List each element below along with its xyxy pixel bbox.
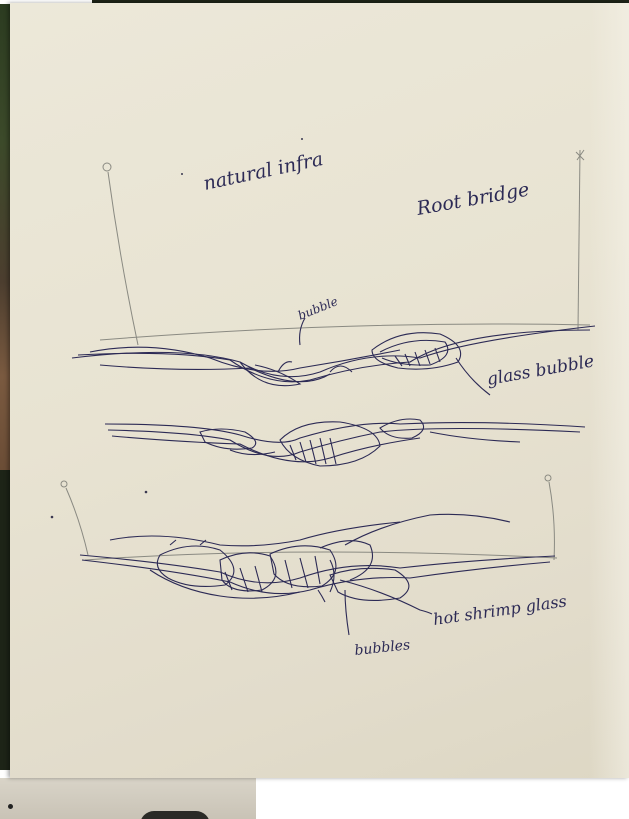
ink-dot bbox=[145, 491, 148, 494]
pole-bottom-right-marker bbox=[545, 475, 551, 481]
bridge-middle bbox=[105, 419, 585, 466]
pole-top-left-marker bbox=[103, 163, 111, 171]
ink-dot bbox=[51, 516, 54, 519]
label-natural-infra: natural infra bbox=[201, 148, 325, 195]
label-hot-shrimp-glass: hot shrimp glass bbox=[432, 591, 568, 629]
ink-dot bbox=[181, 173, 183, 175]
pole-top-right bbox=[578, 150, 580, 330]
pole-bottom-right bbox=[549, 482, 554, 560]
pole-bottom-left-marker bbox=[61, 481, 67, 487]
pencil-ground-line bbox=[85, 552, 557, 560]
pole-top-left bbox=[108, 172, 138, 345]
ink-dot bbox=[301, 138, 303, 140]
label-root-bridge: Root bridge bbox=[414, 179, 531, 221]
label-glass-bubble: glass bubble bbox=[485, 351, 595, 390]
label-bubble: bubble bbox=[296, 294, 340, 323]
pencil-poles bbox=[61, 150, 590, 560]
pole-bottom-left bbox=[66, 488, 88, 555]
pencil-upper-line bbox=[100, 324, 590, 340]
label-bubbles: bubbles bbox=[354, 637, 411, 659]
